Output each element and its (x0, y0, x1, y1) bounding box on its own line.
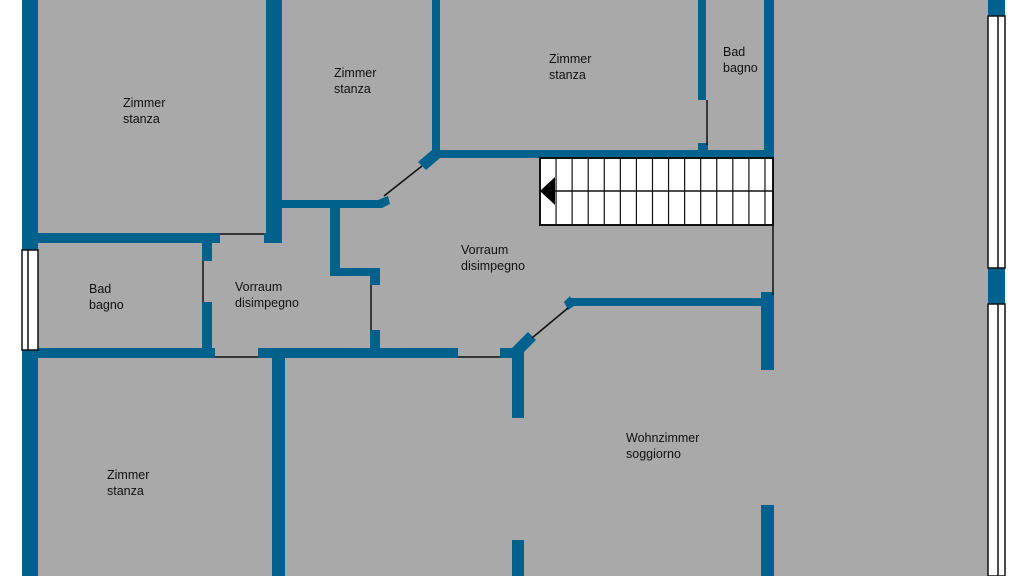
wall (512, 332, 536, 352)
walls (22, 0, 1005, 576)
room-name-it: soggiorno (626, 447, 681, 461)
room-name-it: bagno (89, 298, 124, 312)
wall (761, 292, 774, 370)
wall (698, 0, 706, 100)
wall (38, 233, 220, 243)
door-lines (202, 100, 774, 358)
wall (264, 233, 282, 243)
wall (22, 350, 38, 576)
wall (564, 296, 574, 310)
wall (988, 268, 1005, 304)
door (531, 307, 569, 339)
wall (512, 540, 524, 576)
room-name-de: Bad (89, 282, 112, 296)
room-name-it: bagno (723, 61, 758, 75)
wall (282, 200, 382, 208)
room-label: Zimmer stanza (549, 51, 591, 83)
wall (202, 302, 212, 350)
windows (21, 15, 1006, 576)
wall (512, 350, 524, 418)
floor (22, 0, 1005, 576)
room-label: Vorraum disimpegno (461, 242, 525, 274)
room-name-de: Zimmer (123, 96, 166, 110)
window (987, 15, 1006, 269)
wall (266, 0, 282, 242)
room-label: Zimmer stanza (123, 95, 165, 127)
wall (370, 268, 380, 285)
room-name-de: Zimmer (107, 468, 150, 482)
room-name-de: Wohnzimmer (626, 431, 700, 445)
wall (440, 150, 774, 158)
wall (330, 268, 380, 276)
wall (330, 200, 340, 276)
room-name-de: Zimmer (334, 66, 377, 80)
room-name-de: Vorraum (461, 243, 509, 257)
wall (272, 358, 285, 576)
window (987, 303, 1006, 576)
window (21, 249, 39, 351)
room-name-it: disimpegno (461, 259, 525, 273)
room-label: Zimmer stanza (107, 467, 149, 499)
room-label: Bad bagno (723, 44, 758, 76)
wall (764, 0, 774, 158)
room-name-it: disimpegno (235, 296, 299, 310)
wall (378, 196, 390, 208)
room-name-de: Zimmer (549, 52, 592, 66)
wall (22, 348, 215, 358)
wall (370, 330, 380, 350)
room-name-de: Bad (723, 45, 746, 59)
wall (761, 505, 774, 576)
room-name-it: stanza (123, 112, 160, 126)
wall (258, 348, 458, 358)
wall (698, 143, 708, 151)
room-label: Zimmer stanza (334, 65, 376, 97)
wall (22, 0, 38, 250)
room-label: Vorraum disimpegno (235, 279, 299, 311)
door (383, 165, 423, 197)
room-name-it: stanza (334, 82, 371, 96)
room-label: Bad bagno (89, 281, 124, 313)
stairs (539, 157, 774, 226)
room-name-it: stanza (549, 68, 586, 82)
arrow-left-icon (540, 177, 555, 205)
wall (202, 243, 212, 261)
wall (418, 150, 440, 170)
wall (988, 0, 1005, 16)
wall (432, 0, 440, 158)
room-name-it: stanza (107, 484, 144, 498)
room-label: Wohnzimmer soggiorno (626, 430, 699, 462)
wall (568, 298, 772, 306)
room-name-de: Vorraum (235, 280, 283, 294)
